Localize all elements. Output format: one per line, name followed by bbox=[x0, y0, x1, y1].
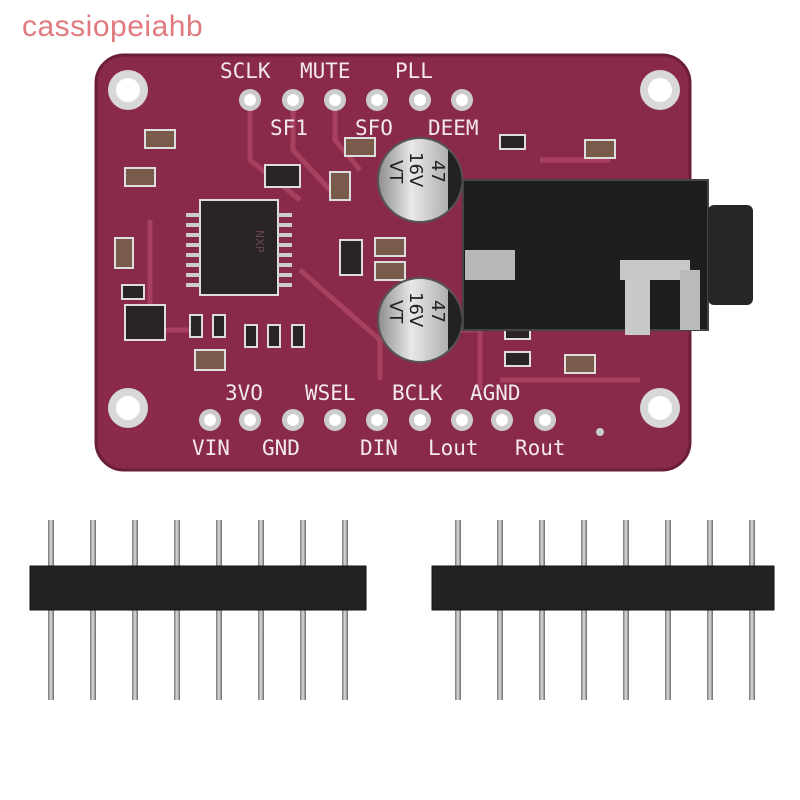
label-mute: MUTE bbox=[300, 59, 351, 83]
cap-series: VT bbox=[385, 160, 406, 184]
cap-voltage: 16V bbox=[405, 152, 426, 188]
label-bclk: BCLK bbox=[392, 381, 443, 405]
top-pads bbox=[239, 89, 473, 111]
cap-voltage-2: 16V bbox=[405, 292, 426, 328]
smd-components bbox=[114, 129, 616, 374]
label-rout: Rout bbox=[515, 436, 566, 460]
label-lout: Lout bbox=[428, 436, 479, 460]
audio-jack bbox=[462, 179, 753, 335]
label-din: DIN bbox=[360, 436, 398, 460]
cap-value-2: 47 bbox=[427, 300, 448, 323]
label-agnd: AGND bbox=[470, 381, 521, 405]
mounting-holes bbox=[108, 70, 680, 428]
label-sf1: SF1 bbox=[270, 116, 308, 140]
capacitor-bottom: 47 16V VT bbox=[377, 277, 463, 363]
label-deem: DEEM bbox=[428, 116, 479, 140]
label-vin: VIN bbox=[192, 436, 230, 460]
watermark: cassiopeiahb bbox=[22, 10, 204, 43]
cap-series-2: VT bbox=[385, 300, 406, 324]
pin-header-left bbox=[29, 520, 367, 700]
pin-header-right bbox=[431, 520, 775, 700]
bottom-pads bbox=[199, 409, 556, 431]
label-3vo: 3VO bbox=[225, 381, 263, 405]
capacitor-top: 47 16V VT bbox=[377, 137, 463, 223]
label-gnd: GND bbox=[262, 436, 300, 460]
label-wsel: WSEL bbox=[305, 381, 356, 405]
label-sclk: SCLK bbox=[220, 59, 271, 83]
label-sfo: SFO bbox=[355, 116, 393, 140]
cap-value: 47 bbox=[427, 160, 448, 183]
led-dot bbox=[596, 428, 604, 436]
label-pll: PLL bbox=[395, 59, 433, 83]
dac-chip: NXP bbox=[186, 199, 292, 296]
chip-brand: NXP bbox=[253, 230, 266, 253]
